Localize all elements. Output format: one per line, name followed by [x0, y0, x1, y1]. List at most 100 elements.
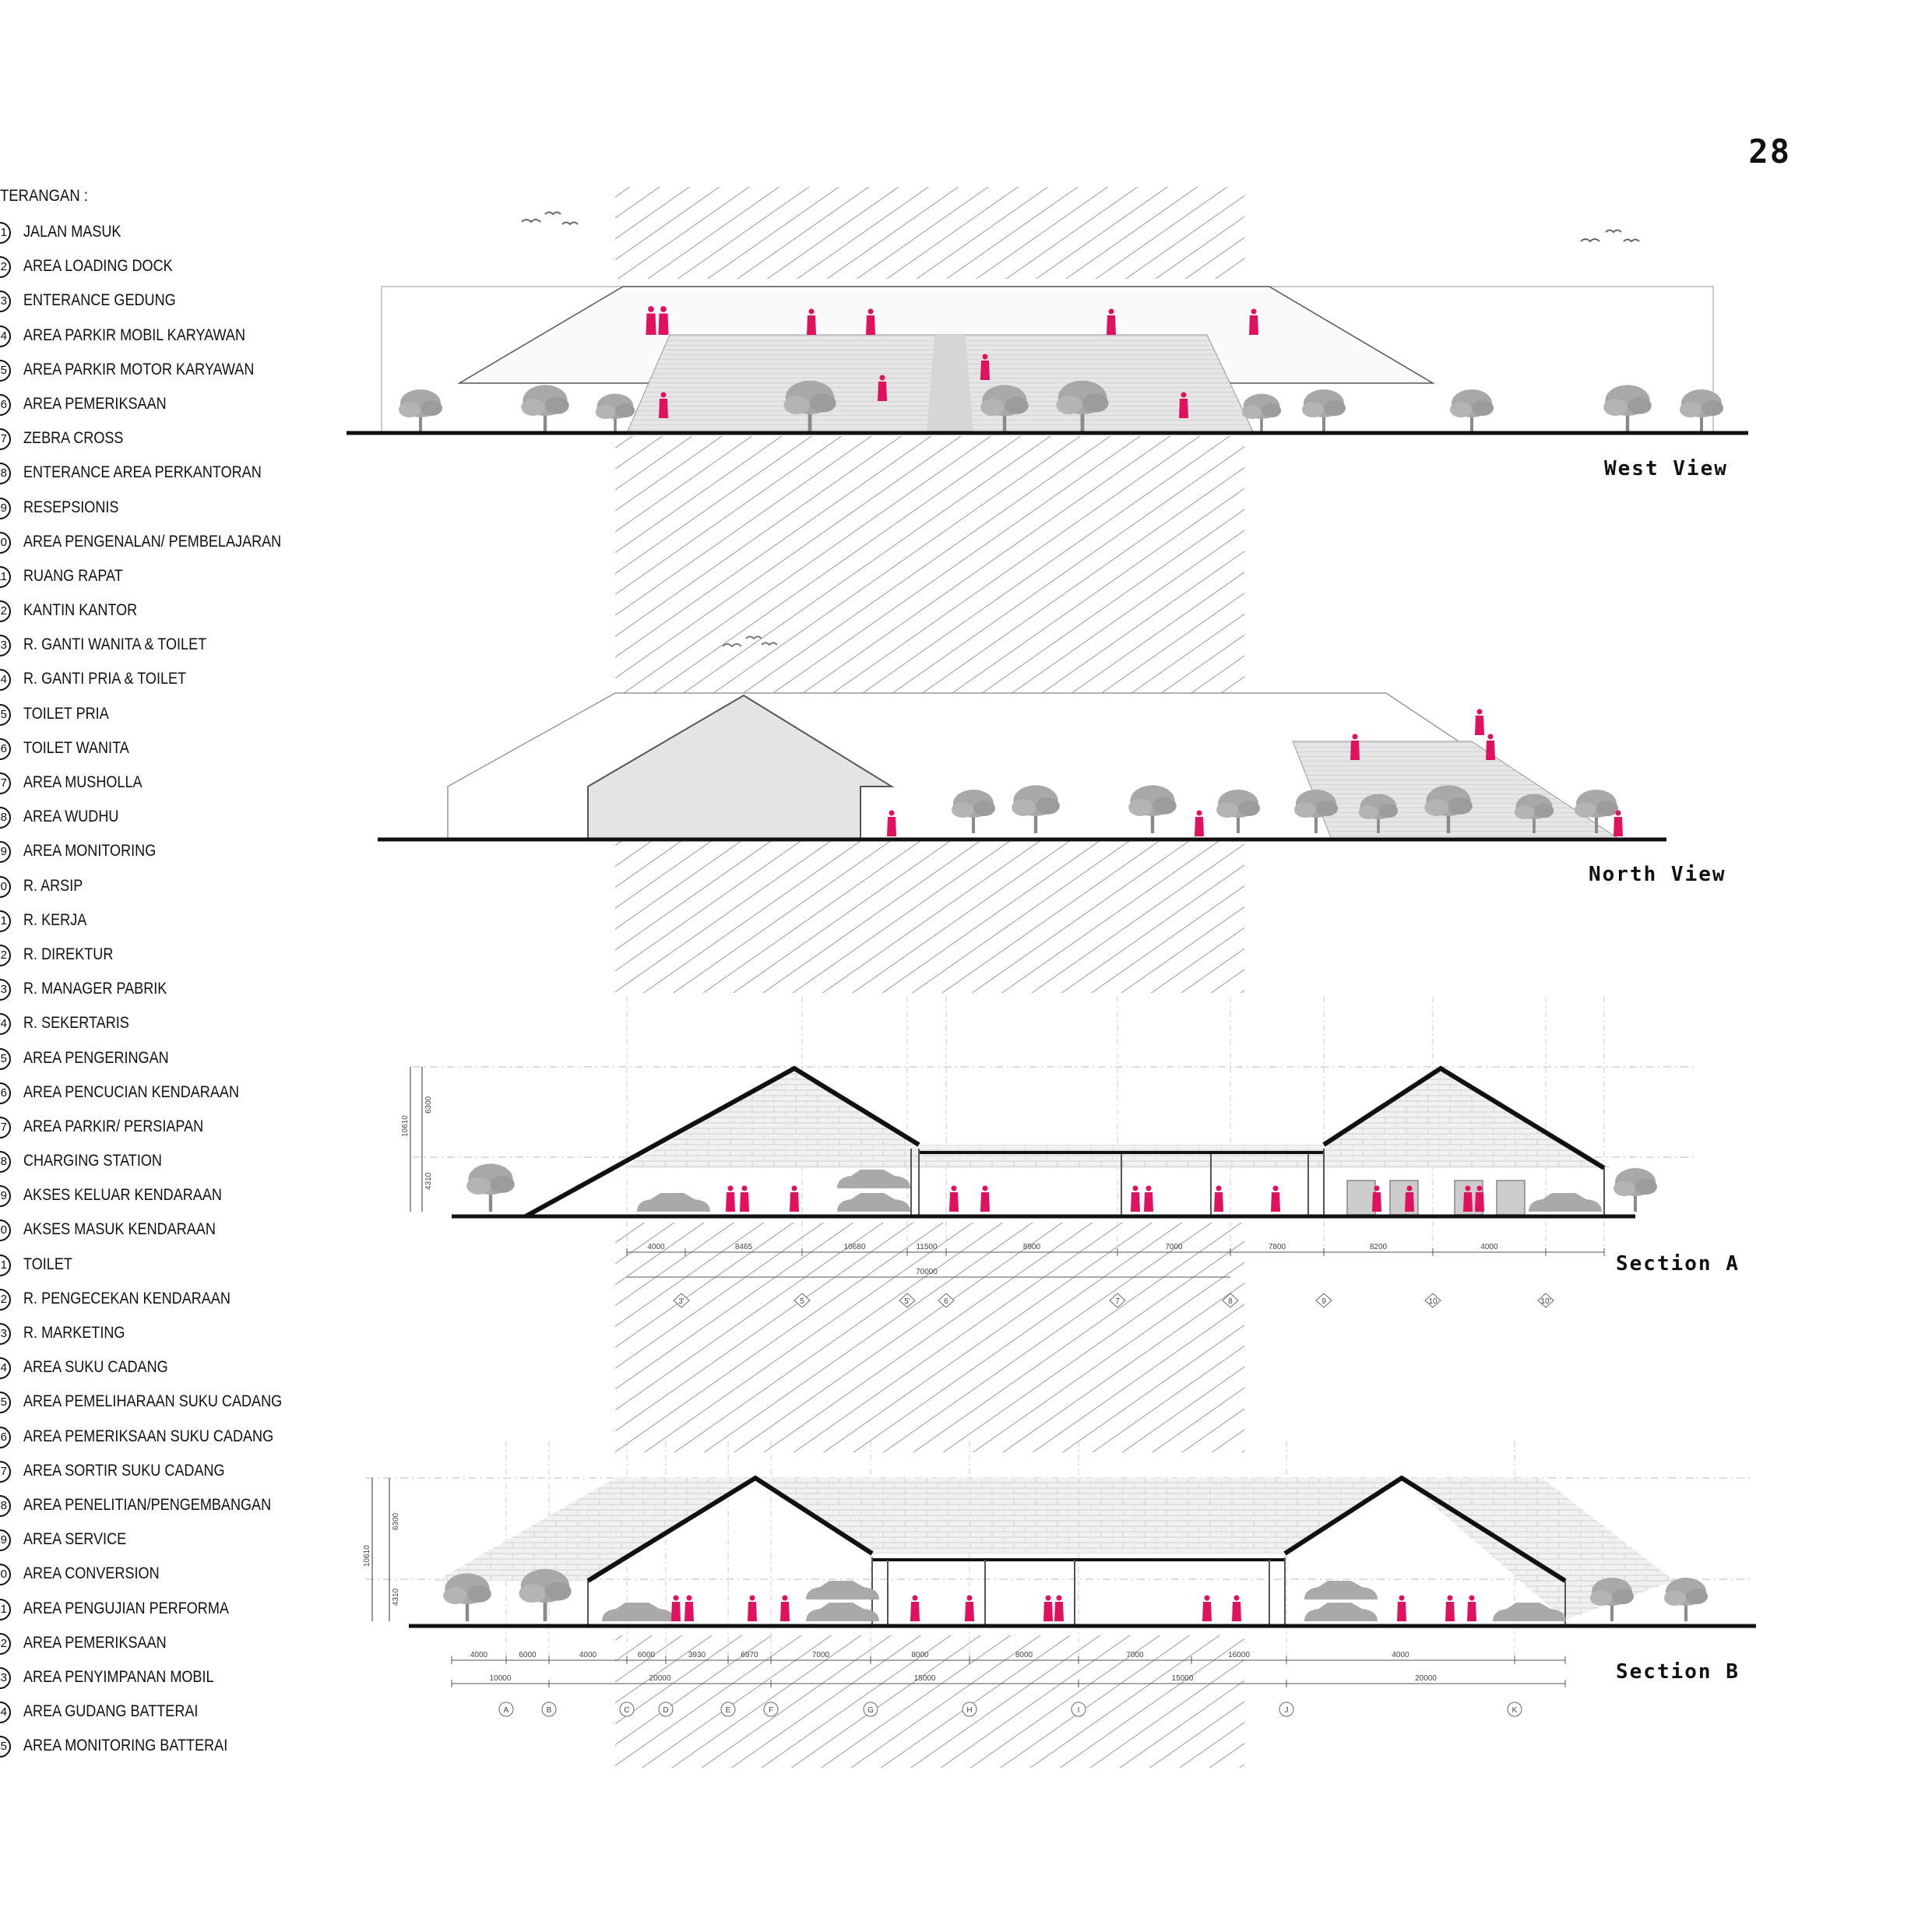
person-figure-icon: [1107, 308, 1116, 335]
grid-axis-label: E: [726, 1706, 731, 1715]
section-b-people: [671, 1595, 1476, 1621]
person-figure-icon: [965, 1595, 974, 1621]
dimension-label: 8465: [735, 1243, 753, 1251]
legend-label: AREA LOADING DOCK: [23, 257, 173, 276]
legend-label: AREA MONITORING BATTERAI: [23, 1737, 228, 1755]
grid-axis-marker: 5': [899, 1293, 916, 1308]
dimension-total: 70000: [916, 1268, 938, 1276]
person-figure-icon: [1144, 1185, 1153, 1212]
grid-axis-label: F: [769, 1706, 773, 1715]
tree-icon: [1603, 385, 1652, 433]
person-figure-icon: [1350, 734, 1360, 760]
person-figure-icon: [790, 1185, 799, 1212]
legend-label: ZEBRA CROSS: [23, 429, 124, 448]
tree-icon: [980, 385, 1029, 433]
legend-label: TOILET WANITA: [23, 738, 129, 757]
person-figure-icon: [726, 1185, 735, 1212]
grid-axis-label: 9: [1321, 1297, 1326, 1306]
section-a-people: [726, 1185, 1484, 1212]
legend-label: TOILET: [23, 1255, 72, 1273]
legend-label: AREA PARKIR/ PERSIAPAN: [23, 1117, 204, 1135]
legend-label: AREA PENELITIAN/PENGEMBANGAN: [23, 1495, 272, 1514]
grid-axis-marker: A: [498, 1701, 514, 1717]
legend-label: AREA PENGUJIAN PERFORMA: [23, 1599, 229, 1617]
grid-axis-marker: 5: [794, 1293, 811, 1308]
grid-axis-marker: I: [1071, 1701, 1086, 1717]
person-figure-icon: [1202, 1595, 1212, 1621]
dimension-label: 8000: [1015, 1651, 1033, 1659]
grid-axis-label: G: [867, 1706, 874, 1715]
dimension-label: 6970: [741, 1651, 758, 1659]
dimension-label: 4000: [579, 1651, 597, 1659]
grid-axis-label: D: [663, 1706, 668, 1715]
person-figure-icon: [1195, 810, 1204, 836]
north-view-trees: [952, 785, 1618, 833]
grid-axis-label: I: [1078, 1706, 1080, 1715]
person-figure-icon: [910, 1595, 920, 1621]
section-a-height-upper: 6300: [424, 1096, 433, 1114]
birds-icon: [722, 635, 778, 648]
person-figure-icon: [1405, 1185, 1414, 1212]
north-view-elevation: [378, 635, 1666, 842]
section-a-height-total: 10610: [401, 1115, 410, 1137]
west-view-elevation: [347, 211, 1748, 435]
section-a-height-dimensions: [410, 1067, 423, 1212]
dimension-label: 15000: [914, 1674, 936, 1683]
dimension-label: 4000: [1392, 1651, 1409, 1659]
dimension-label: 10680: [844, 1243, 866, 1251]
legend-label: AREA PENGERINGAN: [23, 1048, 169, 1067]
section-b-height-dimensions: [371, 1478, 390, 1621]
legend-label: AREA MONITORING: [23, 842, 157, 860]
person-figure-icon: [1179, 392, 1188, 418]
legend-label: TOILET PRIA: [23, 704, 109, 723]
legend-label: ENTERANCE GEDUNG: [23, 291, 176, 310]
dimension-label: 11500: [916, 1243, 938, 1251]
dimension-label: 8000: [911, 1651, 929, 1659]
tree-icon: [1424, 785, 1473, 833]
section-a-cars: [637, 1170, 1602, 1212]
tree-icon: [1590, 1578, 1634, 1621]
tree-icon: [1358, 794, 1399, 833]
grid-axis-marker: 8: [1222, 1293, 1239, 1308]
legend-label: R. MANAGER PABRIK: [23, 980, 167, 998]
person-figure-icon: [748, 1595, 757, 1621]
grid-axis-marker: E: [720, 1701, 736, 1717]
grid-axis-label: B: [547, 1706, 552, 1715]
person-figure-icon: [887, 810, 896, 836]
legend-label: R. SEKERTARIS: [23, 1014, 129, 1033]
person-figure-icon: [807, 308, 816, 335]
person-figure-icon: [1475, 1185, 1484, 1212]
grid-axis-label: 7: [1115, 1297, 1120, 1306]
person-figure-icon: [1372, 1185, 1381, 1212]
person-figure-icon: [878, 375, 887, 401]
legend-label: RESEPSIONIS: [23, 498, 119, 516]
grid-axis-marker: J: [1279, 1701, 1294, 1717]
grid-axis-label: J: [1285, 1706, 1289, 1715]
legend-label: CHARGING STATION: [23, 1152, 162, 1170]
section-b-cars: [602, 1581, 1566, 1621]
grid-axis-label: 10': [1540, 1297, 1550, 1306]
person-figure-icon: [658, 306, 669, 335]
tree-icon: [952, 790, 995, 833]
grid-axis-marker: C: [619, 1701, 635, 1717]
dimension-label: 7000: [812, 1651, 830, 1659]
grid-axis-marker: 3': [673, 1293, 690, 1308]
person-figure-icon: [866, 308, 875, 335]
legend-label: AREA PEMERIKSAAN SUKU CADANG: [23, 1427, 274, 1445]
birds-icon: [521, 211, 1640, 243]
tree-icon: [1012, 785, 1060, 833]
legend-label: AREA GUDANG BATTERAI: [23, 1702, 199, 1721]
grid-axis-marker: 6: [938, 1293, 955, 1308]
person-figure-icon: [949, 1185, 959, 1212]
tree-icon: [783, 380, 836, 433]
grid-axis-marker: K: [1507, 1701, 1522, 1717]
dimension-label: 20000: [1415, 1674, 1437, 1683]
dimension-label: 4000: [470, 1651, 488, 1659]
hatched-band: [615, 187, 1244, 1768]
page-number: 28: [1748, 132, 1791, 171]
legend-label: ENTERANCE AREA PERKANTORAN: [23, 463, 262, 482]
